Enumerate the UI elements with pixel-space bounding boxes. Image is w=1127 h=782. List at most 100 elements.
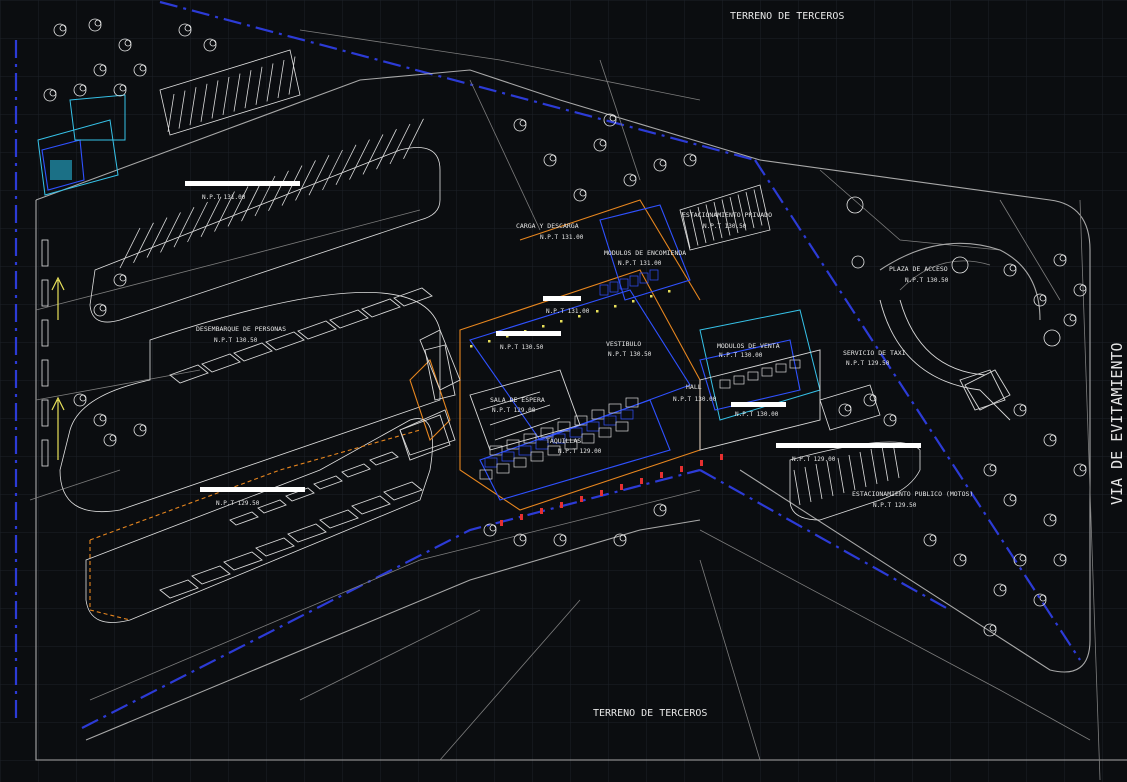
landscape-trees bbox=[43, 18, 1087, 637]
bus-bay bbox=[297, 320, 337, 340]
parking-stall-line bbox=[335, 144, 357, 185]
level-lower-left: N.P.T 129.50 bbox=[216, 500, 260, 507]
tree-symbol bbox=[93, 413, 107, 427]
room-cell bbox=[775, 363, 787, 373]
zone-carga-name: CARGA Y DESCARGA bbox=[516, 222, 579, 230]
tree-symbol bbox=[863, 393, 877, 407]
tree-symbol bbox=[559, 534, 567, 542]
tree-symbol bbox=[1043, 513, 1057, 527]
room-cell bbox=[484, 457, 498, 468]
tree-symbol bbox=[619, 534, 627, 542]
tree-symbol bbox=[1053, 553, 1067, 567]
room-cell bbox=[489, 445, 503, 456]
parking-stall-line bbox=[227, 186, 249, 227]
terminal-building bbox=[399, 199, 821, 511]
zone-plaza-name: PLAZA DE ACCESO bbox=[889, 265, 948, 273]
room-cell bbox=[603, 415, 617, 426]
parking-stall-line bbox=[322, 149, 343, 191]
tree-symbol bbox=[119, 274, 127, 282]
room-cell bbox=[564, 439, 578, 450]
zone-taxi-name: SERVICIO DE TAXI bbox=[843, 349, 906, 357]
tree-symbol bbox=[953, 553, 967, 567]
road-network bbox=[29, 29, 1127, 781]
tree-symbol bbox=[1063, 313, 1077, 327]
tree-symbol bbox=[1039, 294, 1047, 302]
column-mark bbox=[620, 484, 623, 490]
room-cell bbox=[639, 272, 649, 284]
tree-symbol bbox=[124, 39, 132, 47]
room-cell bbox=[506, 439, 520, 450]
tree-symbol bbox=[139, 64, 147, 72]
room-cell bbox=[569, 427, 583, 438]
column-mark bbox=[668, 290, 671, 293]
bus-bays bbox=[59, 287, 441, 623]
room-cell bbox=[557, 421, 571, 432]
tree-symbol bbox=[119, 84, 127, 92]
column-mark bbox=[650, 295, 653, 298]
tree-symbol bbox=[983, 623, 997, 637]
tree-symbol bbox=[99, 414, 107, 422]
tree-symbol bbox=[623, 173, 637, 187]
tree-symbol bbox=[1079, 284, 1087, 292]
parking-stall-line bbox=[266, 63, 274, 102]
column-mark bbox=[41, 319, 49, 347]
column-mark bbox=[542, 325, 545, 328]
parking-stall-line bbox=[241, 181, 262, 222]
tree-symbol bbox=[1019, 404, 1027, 412]
tree-symbol bbox=[88, 18, 102, 32]
tree-symbol bbox=[1049, 434, 1057, 442]
tree-symbol bbox=[629, 174, 637, 182]
road-right-label: VIA DE EVITAMIENTO bbox=[1108, 342, 1126, 505]
parking-stall-line bbox=[737, 194, 747, 231]
column-mark bbox=[41, 279, 49, 307]
tree-symbol bbox=[109, 434, 117, 442]
zone-motos-level: N.P.T 129.50 bbox=[873, 502, 917, 509]
bus-bay bbox=[329, 309, 369, 329]
parking-stall-line bbox=[859, 451, 867, 488]
column-mark bbox=[578, 315, 581, 318]
tree-symbol bbox=[609, 114, 617, 122]
bus-bay bbox=[369, 451, 399, 466]
zone-espera-name: SALA DE ESPERA bbox=[490, 396, 545, 404]
plaza-de-acceso bbox=[846, 196, 1061, 421]
tree-symbol bbox=[1009, 264, 1017, 272]
column-mark bbox=[500, 520, 503, 526]
tree-symbol bbox=[659, 504, 667, 512]
tree-symbol bbox=[983, 463, 997, 477]
parking-stall-line bbox=[697, 206, 707, 244]
tree-symbol bbox=[93, 303, 107, 317]
room-cell bbox=[733, 375, 745, 385]
parking-stall-line bbox=[848, 454, 856, 491]
tree-symbol bbox=[489, 524, 497, 532]
parking-stall-line bbox=[826, 460, 834, 497]
parking-stall-line bbox=[793, 469, 801, 506]
parking-stall-line bbox=[745, 191, 755, 229]
zone-privado-name: ESTACIONAMIENTO PRIVADO bbox=[682, 211, 772, 219]
tree-symbol bbox=[1059, 554, 1067, 562]
bus-bay bbox=[361, 298, 401, 318]
parking-stall-line bbox=[146, 217, 168, 258]
zone-motos-name: ESTACIONAMIENTO PUBLICO (MOTOS) bbox=[852, 490, 973, 498]
column-mark bbox=[560, 320, 563, 323]
room-cell bbox=[629, 275, 639, 287]
zone-vestibulo-name: VESTIBULO bbox=[606, 340, 641, 348]
bus-bay bbox=[393, 287, 433, 307]
parking-stall-line bbox=[160, 212, 181, 253]
parking-stall-line bbox=[804, 466, 812, 503]
zone-vestibulo-level: N.P.T 130.50 bbox=[608, 351, 652, 358]
column-mark bbox=[614, 305, 617, 308]
tree-symbol bbox=[929, 534, 937, 542]
column-mark bbox=[680, 466, 683, 472]
room-cell bbox=[761, 367, 773, 377]
column-mark bbox=[540, 508, 543, 514]
tree-symbol bbox=[113, 83, 127, 97]
bus-bay bbox=[201, 353, 241, 373]
tree-symbol bbox=[118, 38, 132, 52]
bus-bay bbox=[191, 565, 231, 585]
tree-symbol bbox=[1049, 514, 1057, 522]
parking-stall-line bbox=[222, 76, 230, 116]
level-lower-right: N.P.T 129.00 bbox=[792, 456, 836, 463]
zone-hall-level: N.P.T 130.00 bbox=[673, 396, 717, 403]
column-mark bbox=[560, 502, 563, 508]
parking-stall-line bbox=[200, 83, 208, 122]
